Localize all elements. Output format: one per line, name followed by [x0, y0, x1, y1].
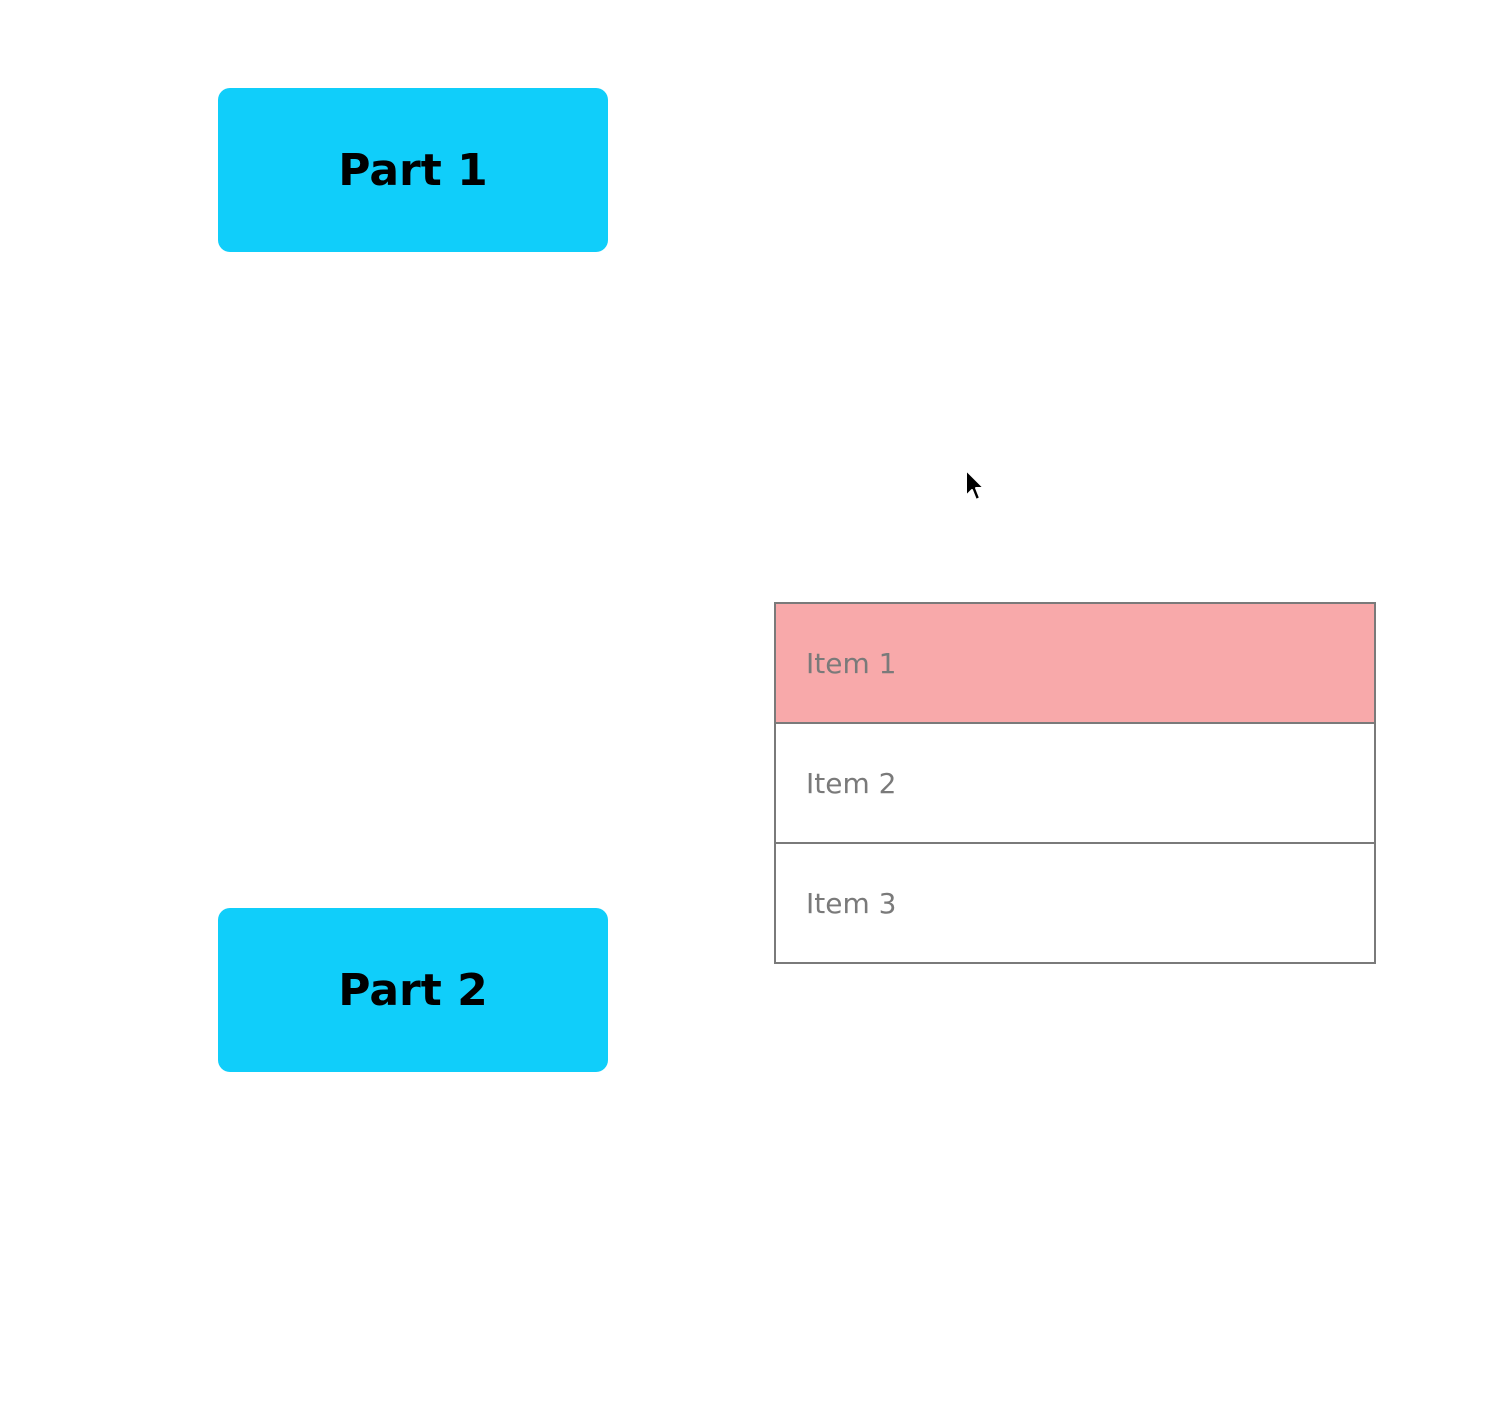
part-2-label: Part 2 [338, 964, 488, 1016]
list-item-label: Item 2 [806, 766, 897, 800]
part-1-label: Part 1 [338, 144, 488, 196]
mouse-cursor-icon [964, 468, 988, 504]
part-1-button[interactable]: Part 1 [218, 88, 608, 252]
list-item-3[interactable]: Item 3 [776, 842, 1374, 962]
list-item-2[interactable]: Item 2 [776, 722, 1374, 842]
item-list: Item 1 Item 2 Item 3 [774, 602, 1376, 964]
list-item-label: Item 1 [806, 646, 897, 680]
list-item-1[interactable]: Item 1 [776, 604, 1374, 722]
part-2-button[interactable]: Part 2 [218, 908, 608, 1072]
list-item-label: Item 3 [806, 886, 897, 920]
